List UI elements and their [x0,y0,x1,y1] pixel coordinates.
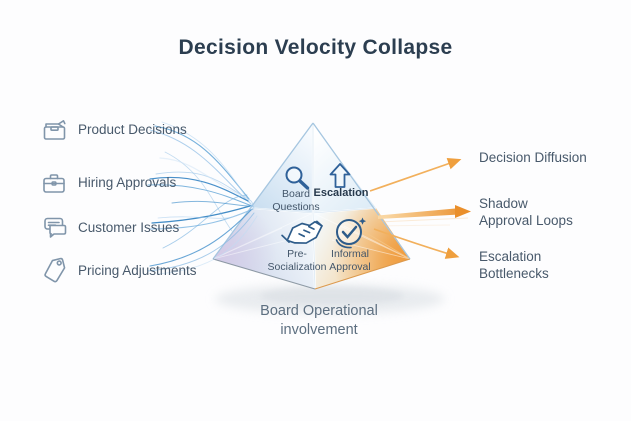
arrow-shadow-approval [375,205,471,227]
page-title: Decision Velocity Collapse [178,36,453,59]
right-item-shadow-approval-loops: Shadow Approval Loops [479,195,573,229]
magnifier-icon [285,166,310,190]
arrow-escalation-bottlenecks [373,228,460,259]
quadrant-label-line: Pre- [287,248,307,260]
quadrant-label-board-questions: Board Questions [272,188,319,214]
left-item-label: Hiring Approvals [78,174,177,190]
quadrant-label-informal-approval: Informal Approval [329,248,370,274]
briefcase-icon [43,174,65,193]
facet-rays-left [212,212,314,260]
price-tag-icon [44,257,66,283]
caption-line: Board Operational [260,303,378,319]
left-item-pricing-adjustments: Pricing Adjustments [40,256,197,284]
left-item-customer-issues: Customer Issues [40,213,179,241]
right-item-line: Decision Diffusion [479,150,587,165]
left-item-label: Pricing Adjustments [78,262,197,278]
right-item-decision-diffusion: Decision Diffusion [479,149,587,166]
input-streams [147,121,258,275]
quadrant-label-line: Socialization [267,260,327,273]
left-item-hiring-approvals: Hiring Approvals [40,168,176,196]
pyramid-divisions [249,123,377,290]
right-item-line: Escalation [479,249,542,264]
left-item-label: Product Decisions [78,121,187,137]
arrow-up-icon [329,163,351,188]
right-item-line: Shadow [479,196,528,211]
caption-line: involvement [280,321,358,338]
quadrant-label-escalation: Escalation [313,187,368,200]
pyramid [212,122,411,290]
quadrant-label-line: Board [281,188,311,200]
right-item-escalation-bottlenecks: Escalation Bottlenecks [479,248,549,282]
handshake-icon [281,220,323,244]
check-circle-icon [335,217,367,249]
right-item-line: Approval Loops [479,213,573,228]
output-arrows [369,158,471,259]
left-item-product-decisions: Product Decisions [40,115,187,143]
quadrant-label-pre-socialization: Pre- Socialization [268,248,327,274]
pyramid-shadow [215,284,445,314]
arrow-decision-diffusion [369,158,462,192]
pyramid-caption: Board Operational involvement [260,302,378,340]
box-icon [43,120,66,140]
chat-bubbles-icon [44,217,67,238]
quadrant-label-line: Questions [272,200,320,213]
quadrant-label-line: Escalation [313,187,369,199]
quadrant-label-line: Informal [331,248,369,260]
left-item-label: Customer Issues [78,219,180,235]
right-item-line: Bottlenecks [479,266,549,281]
quadrant-label-line: Approval [329,260,371,273]
